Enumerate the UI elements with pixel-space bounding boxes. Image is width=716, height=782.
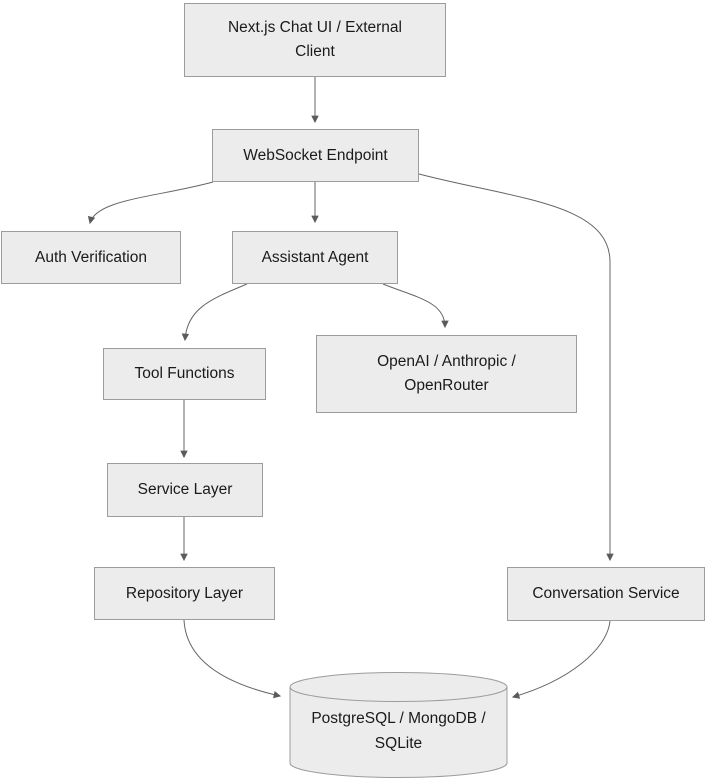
node-database-label-line2: SQLite [374,735,423,752]
edge-conversation-database [511,620,611,699]
node-service: Service Layer [107,463,263,517]
node-database-label-line1: PostgreSQL / MongoDB / [311,710,486,727]
node-conversation-label: Conversation Service [532,585,680,602]
node-conversation: Conversation Service [507,567,705,621]
node-client-label-line2: Client [295,43,335,60]
node-repository-label: Repository Layer [125,584,244,602]
node-database-shape [289,672,508,778]
node-websocket-label: WebSocket Endpoint [243,146,388,164]
edge-assistant-tool [181,283,248,342]
node-client: Next.js Chat UI / External Client [184,3,446,77]
edge-assistant-llm [382,283,449,329]
node-service-label: Service Layer [137,481,233,498]
node-llm: OpenAI / Anthropic / OpenRouter [316,335,577,413]
edge-websocket-auth [87,181,214,225]
node-tool: Tool Functions [103,348,266,400]
node-repository: Repository Layer [94,567,275,620]
node-llm-label-line2: OpenRouter [404,377,489,394]
node-tool-label: Tool Functions [134,365,235,382]
node-database-label: PostgreSQL / MongoDB / SQLite [290,706,507,756]
edge-repository-database [183,619,282,699]
node-client-label-line1: Next.js Chat UI / External [227,19,402,36]
node-auth-label: Auth Verification [34,248,147,266]
node-assistant-label: Assistant Agent [261,248,369,266]
node-auth: Auth Verification [1,231,181,284]
node-websocket: WebSocket Endpoint [212,129,419,182]
node-llm-label-line1: OpenAI / Anthropic / [377,353,516,370]
edge-websocket-conversation [418,173,614,562]
node-assistant: Assistant Agent [232,231,398,284]
